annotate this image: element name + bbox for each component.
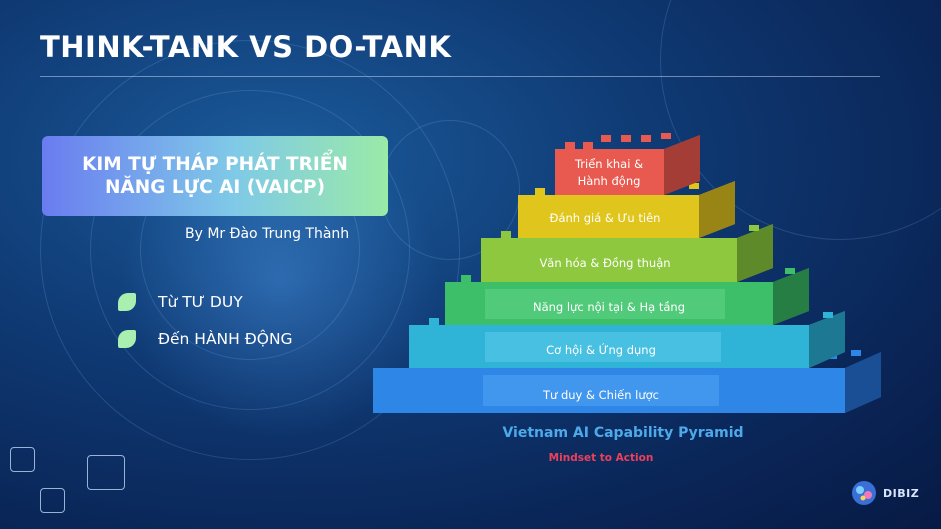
lego-pyramid: Tư duy & Chiến lược Cơ hội & Ứng dụng Nă…: [373, 133, 881, 413]
bullet-label: Đến HÀNH ĐỘNG: [158, 330, 293, 348]
pyramid-caption: Vietnam AI Capability Pyramid: [502, 425, 744, 441]
logo-text: DIBIZ: [883, 486, 920, 500]
level-label: Năng lực nội tại & Hạ tầng: [533, 300, 685, 314]
level-label: Tư duy & Chiến lược: [542, 388, 659, 402]
leaf-bullet-icon: [118, 330, 136, 348]
pyramid-level-opportunity: Cơ hội & Ứng dụng: [409, 311, 845, 368]
pyramid-level-strategy: Tư duy & Chiến lược: [373, 350, 881, 413]
bullet-item-action: Đến HÀNH ĐỘNG: [118, 330, 293, 348]
pyramid-level-capability: Năng lực nội tại & Hạ tầng: [445, 268, 809, 325]
banner-line-1: KIM TỰ THÁP PHÁT TRIỂN: [82, 154, 348, 175]
banner-line-2: NĂNG LỰC AI (VAICP): [104, 177, 326, 198]
brand-logo: DIBIZ: [849, 478, 919, 508]
pyramid-banner: KIM TỰ THÁP PHÁT TRIỂN NĂNG LỰC AI (VAIC…: [42, 136, 388, 216]
decorative-square: [87, 455, 125, 490]
decorative-square: [40, 488, 65, 513]
decorative-square: [10, 447, 35, 472]
pyramid-level-evaluation: Đánh giá & Ưu tiên: [518, 181, 735, 238]
level-label-line-2: Hành động: [578, 174, 641, 188]
brain-logo-icon: [852, 481, 876, 505]
pyramid-subcaption: Mindset to Action: [548, 452, 654, 464]
pyramid-level-deployment: Triển khai & Hành động: [555, 133, 700, 195]
slide-title: THINK-TANK VS DO-TANK: [40, 30, 452, 64]
bullet-item-mindset: Từ TƯ DUY: [118, 293, 243, 311]
author-byline: By Mr Đào Trung Thành: [185, 226, 350, 242]
bullet-label: Từ TƯ DUY: [158, 293, 243, 311]
level-label: Đánh giá & Ưu tiên: [550, 211, 661, 225]
pyramid-level-culture: Văn hóa & Đồng thuận: [481, 224, 773, 282]
level-label: Văn hóa & Đồng thuận: [539, 256, 670, 270]
level-label-line-1: Triển khai &: [574, 157, 643, 171]
leaf-bullet-icon: [118, 293, 136, 311]
level-label: Cơ hội & Ứng dụng: [546, 342, 656, 357]
title-divider: [40, 76, 880, 77]
